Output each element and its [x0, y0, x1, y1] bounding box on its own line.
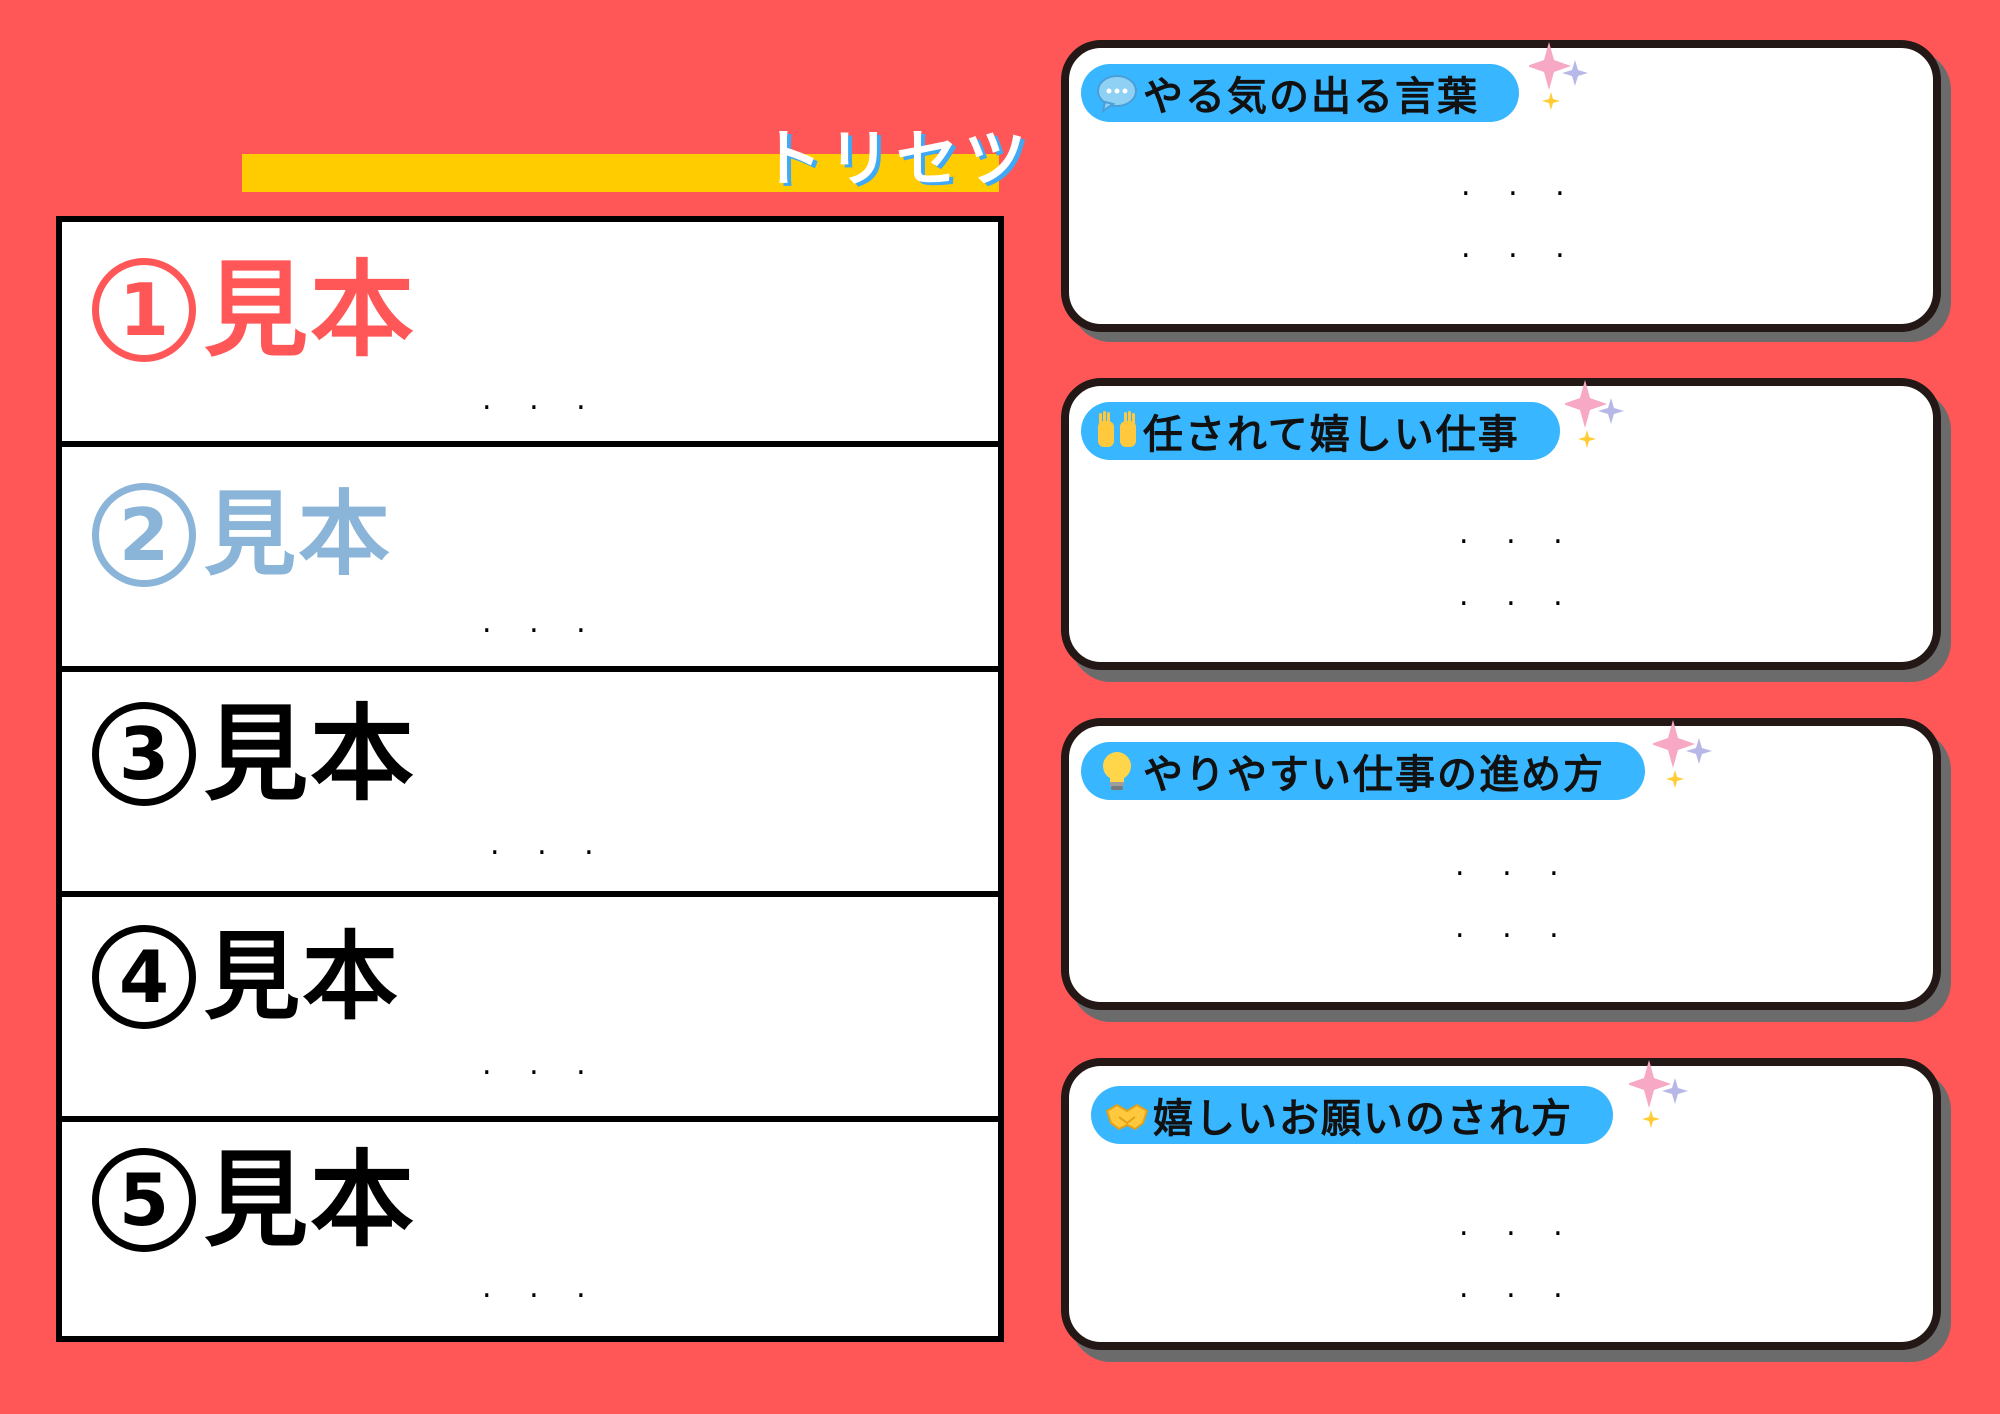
page-title: トリセツ: [760, 122, 1033, 195]
number-badge-2: 2: [92, 483, 196, 587]
number-badge-5: 5: [92, 1148, 196, 1252]
card-heading: 任されて嬉しい仕事: [1143, 412, 1520, 458]
speech-bubble-icon: [1095, 71, 1139, 115]
sparkle-icon: [1529, 42, 1588, 110]
title-underline-bar: [242, 154, 999, 192]
list-item-3: 3 見本 . . .: [62, 672, 998, 897]
numbered-list: 1 見本 . . . 2 見本 . . . 3 見本 . . . 4 見本 . …: [56, 216, 1004, 1342]
light-bulb-icon: [1095, 749, 1139, 793]
item-placeholder-5: . . .: [482, 1270, 600, 1305]
card-motivating-words: やる気の出る言葉 . . . . . .: [1061, 40, 1941, 332]
card-placeholder-line-1: . . .: [1459, 1208, 1577, 1243]
raised-hands-icon: [1095, 409, 1139, 453]
item-label-3: 見本: [204, 693, 417, 815]
card-placeholder-line-1: . . .: [1455, 848, 1573, 883]
card-heading: やりやすい仕事の進め方: [1143, 752, 1605, 798]
card-placeholder-line-2: . . .: [1455, 910, 1573, 945]
card-request-style: 嬉しいお願いのされ方 . . . . . .: [1061, 1058, 1941, 1350]
card-placeholder-line-1: . . .: [1461, 168, 1579, 203]
item-placeholder-4: . . .: [482, 1047, 600, 1082]
list-item-2: 2 見本 . . .: [62, 447, 998, 672]
item-placeholder-2: . . .: [482, 605, 600, 640]
sparkle-icon: [1565, 380, 1624, 448]
sparkle-icon: [1629, 1060, 1688, 1128]
sparkle-icon: [1653, 720, 1712, 788]
item-label-5: 見本: [204, 1139, 417, 1261]
number-badge-3: 3: [92, 702, 196, 806]
item-placeholder-3: . . .: [490, 827, 608, 862]
card-placeholder-line-2: . . .: [1461, 230, 1579, 265]
card-heading-pill: やる気の出る言葉: [1081, 64, 1519, 122]
card-placeholder-line-2: . . .: [1459, 1270, 1577, 1305]
card-heading-pill: やりやすい仕事の進め方: [1081, 742, 1645, 800]
card-placeholder-line-1: . . .: [1459, 516, 1577, 551]
card-work-style: やりやすい仕事の進め方 . . . . . .: [1061, 718, 1941, 1010]
number-badge-1: 1: [92, 258, 196, 362]
number-badge-4: 4: [92, 925, 196, 1029]
list-item-4: 4 見本 . . .: [62, 897, 998, 1122]
item-placeholder-1: . . .: [482, 382, 600, 417]
list-item-5: 5 見本 . . .: [62, 1122, 998, 1341]
card-heading-pill: 任されて嬉しい仕事: [1081, 402, 1560, 460]
card-heading: 嬉しいお願いのされ方: [1153, 1096, 1573, 1142]
handshake-icon: [1105, 1093, 1149, 1137]
list-item-1: 1 見本 . . .: [62, 222, 998, 447]
card-rewarding-work: 任されて嬉しい仕事 . . . . . .: [1061, 378, 1941, 670]
card-heading-pill: 嬉しいお願いのされ方: [1091, 1086, 1613, 1144]
card-placeholder-line-2: . . .: [1459, 578, 1577, 613]
item-label-4: 見本: [204, 921, 400, 1033]
item-label-1: 見本: [204, 249, 417, 371]
card-heading: やる気の出る言葉: [1143, 74, 1479, 120]
item-label-2: 見本: [204, 481, 393, 588]
